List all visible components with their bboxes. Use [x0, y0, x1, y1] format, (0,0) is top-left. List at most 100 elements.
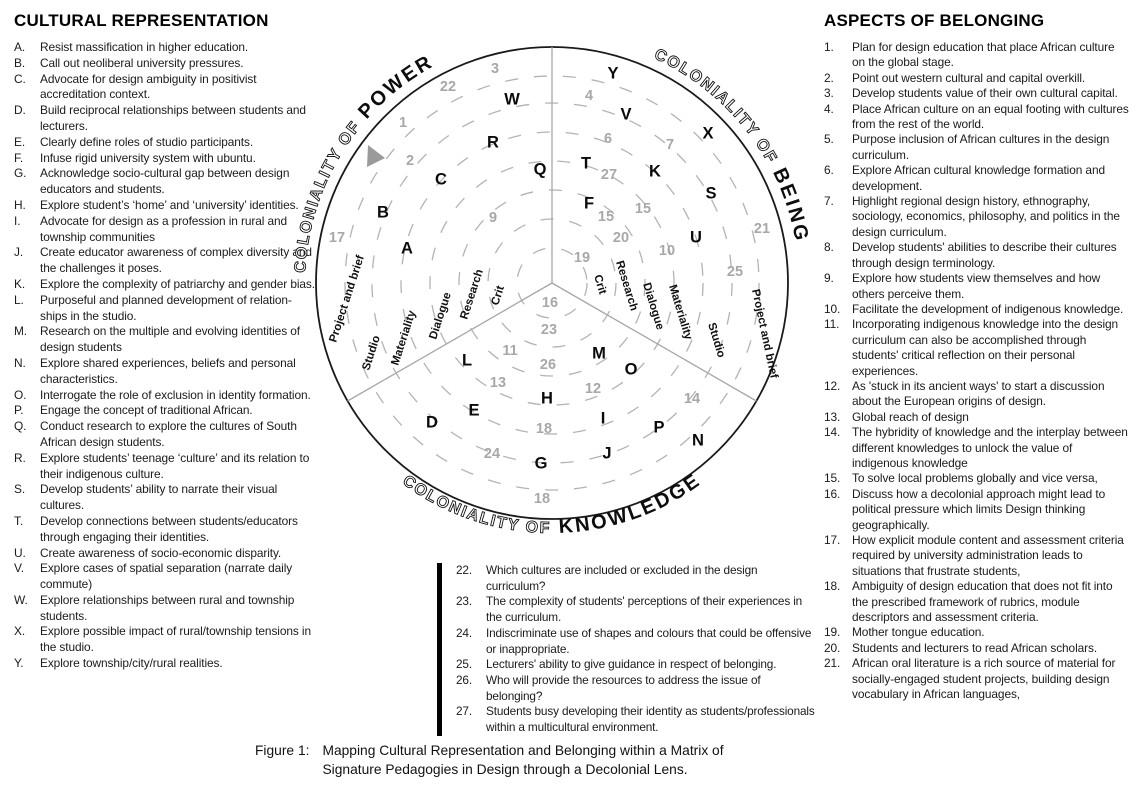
- representation-letter-marker: K: [649, 163, 661, 181]
- list-item: I.Advocate for design as a profession in…: [14, 214, 317, 246]
- belonging-number-marker: 26: [540, 357, 556, 373]
- belonging-number-marker: 18: [536, 421, 552, 437]
- list-item: G.Acknowledge socio-cultural gap between…: [14, 166, 317, 198]
- list-item: 7.Highlight regional design history, eth…: [824, 194, 1130, 240]
- list-item-marker: A.: [14, 40, 26, 54]
- list-item: 8.Develop students' abilities to describ…: [824, 240, 1130, 271]
- list-item-text: Develop students' abilities to describe …: [852, 240, 1117, 270]
- list-item-marker: W.: [14, 592, 28, 607]
- list-item-text: Explore student’s ‘home’ and ‘university…: [40, 197, 299, 212]
- list-item-text: Purpose inclusion of African cultures in…: [852, 132, 1110, 162]
- list-item-marker: 3.: [824, 86, 834, 101]
- belonging-questions-block: 22.Which cultures are included or exclud…: [437, 563, 818, 736]
- list-item: D.Build reciprocal relationships between…: [14, 103, 317, 135]
- list-item-text: The complexity of students' perceptions …: [486, 594, 803, 625]
- cultural-representation-title: CULTURAL REPRESENTATION: [14, 11, 269, 30]
- list-item-marker: U.: [14, 545, 26, 560]
- list-item: S. Develop students’ ability to narrate t…: [14, 482, 317, 514]
- representation-letter-marker: R: [487, 134, 499, 152]
- belonging-number-marker: 10: [659, 243, 675, 259]
- list-item-marker: N.: [14, 355, 26, 370]
- list-item: 3.Develop students value of their own cu…: [824, 86, 1130, 101]
- representation-letter-marker: S: [705, 185, 716, 203]
- sector-boundary-line: [347, 282, 553, 402]
- list-item-marker: X.: [14, 624, 26, 639]
- grid-ring: [516, 247, 588, 319]
- belonging-number-marker: 6: [604, 131, 612, 147]
- representation-letter-marker: D: [426, 414, 438, 432]
- list-item-text: To solve local problems globally and vic…: [852, 471, 1098, 486]
- list-item-text: Who will provide the resources to addres…: [486, 672, 761, 703]
- representation-letter-marker: F: [584, 195, 594, 213]
- belonging-questions-list: 22.Which cultures are included or exclud…: [456, 563, 818, 736]
- list-item-marker: 14.: [824, 425, 841, 440]
- list-item-marker: 13.: [824, 409, 841, 424]
- list-item: A. Resist massification in higher educati…: [14, 40, 317, 56]
- list-item-text: Indiscriminate use of shapes and colours…: [486, 625, 812, 656]
- list-item-marker: 11.: [824, 317, 840, 332]
- grid-ring: [344, 75, 760, 491]
- representation-letter-marker: I: [601, 410, 606, 428]
- figure-caption-label: Figure 1:: [255, 743, 310, 758]
- list-item-text: Place African culture on an equal footin…: [852, 101, 1129, 132]
- list-item-marker: 16.: [824, 486, 841, 501]
- representation-letter-marker: E: [468, 402, 479, 420]
- list-item-text: Students and lecturers to read African s…: [852, 640, 1098, 655]
- list-item-text: Ambiguity of design education that does …: [852, 579, 1113, 625]
- list-item-text: Explore how students view themselves and…: [852, 271, 1101, 301]
- list-item-marker: S.: [14, 482, 26, 497]
- cultural-representation-list: A. Resist massification in higher educati…: [14, 40, 317, 672]
- list-item-marker: L.: [14, 292, 24, 307]
- list-item-marker: 4.: [824, 101, 834, 116]
- spoke-label: Materiality: [389, 309, 418, 367]
- list-item: 9.Explore how students view themselves a…: [824, 271, 1130, 302]
- list-item-text: Engage the concept of traditional Africa…: [40, 403, 253, 418]
- list-item-marker: 17.: [824, 533, 841, 547]
- spoke-label: Studio: [705, 321, 727, 359]
- list-item-text: Explore possible impact of rural/townshi…: [40, 624, 311, 655]
- list-item-text: Resist massification in higher education…: [40, 40, 249, 54]
- list-item-text: Develop connections between students/edu…: [40, 513, 298, 544]
- list-item-text: Explore shared experiences, beliefs and …: [40, 355, 296, 386]
- list-item-marker: I.: [14, 213, 21, 228]
- list-item-text: Develop students’ ability to narrate the…: [40, 482, 278, 513]
- play-triangle-icon: [367, 145, 385, 167]
- list-item-marker: 18.: [824, 579, 841, 594]
- list-item: 5. Purpose inclusion of African cultures …: [824, 132, 1130, 163]
- list-item: O.Interrogate the role of exclusion in i…: [14, 388, 317, 404]
- list-item-marker: 22.: [456, 563, 472, 577]
- list-item-marker: 12.: [824, 378, 841, 393]
- list-item-text: Students busy developing their identity …: [486, 704, 815, 735]
- belonging-number-marker: 12: [585, 381, 601, 397]
- representation-letter-marker: G: [535, 455, 548, 473]
- spoke-label: Research: [613, 259, 640, 312]
- list-item-text: Explore African cultural knowledge forma…: [852, 163, 1105, 193]
- list-item-text: Explore cases of spatial separation (nar…: [40, 561, 293, 592]
- list-item: 6. Explore African cultural knowledge for…: [824, 163, 1130, 194]
- list-item-marker: K.: [14, 276, 26, 291]
- list-item: 16.Discuss how a decolonial approach mig…: [824, 487, 1130, 533]
- list-item: V.Explore cases of spatial separation (n…: [14, 561, 317, 593]
- list-item-marker: O.: [14, 387, 27, 402]
- list-item: 23.The complexity of students' perceptio…: [456, 594, 818, 625]
- list-item-marker: B.: [14, 55, 26, 70]
- list-item-marker: 10.: [824, 301, 841, 316]
- list-item-text: The hybridity of knowledge and the inter…: [852, 425, 1128, 470]
- list-item-text: Build reciprocal relationships between s…: [40, 103, 306, 133]
- list-item-marker: 2.: [824, 70, 834, 85]
- belonging-number-marker: 23: [541, 322, 557, 338]
- list-item-text: Explore the complexity of patriarchy and…: [40, 276, 315, 291]
- list-item: 26.Who will provide the resources to add…: [456, 673, 818, 704]
- belonging-number-marker: 2: [406, 153, 414, 169]
- list-item-marker: 6.: [824, 163, 834, 178]
- list-item-text: Call out neoliberal university pressures…: [40, 55, 244, 70]
- list-item-marker: T.: [14, 513, 24, 528]
- list-item-text: Create educator awareness of complex div…: [40, 245, 312, 276]
- list-item: F.Infuse rigid university system with ub…: [14, 151, 317, 167]
- belonging-number-marker: 15: [598, 209, 614, 225]
- belonging-number-marker: 13: [490, 375, 506, 391]
- list-item-marker: 5.: [824, 132, 834, 147]
- list-item: 19.Mother tongue education.: [824, 625, 1130, 640]
- list-item-text: Explore township/city/rural realities.: [40, 656, 223, 671]
